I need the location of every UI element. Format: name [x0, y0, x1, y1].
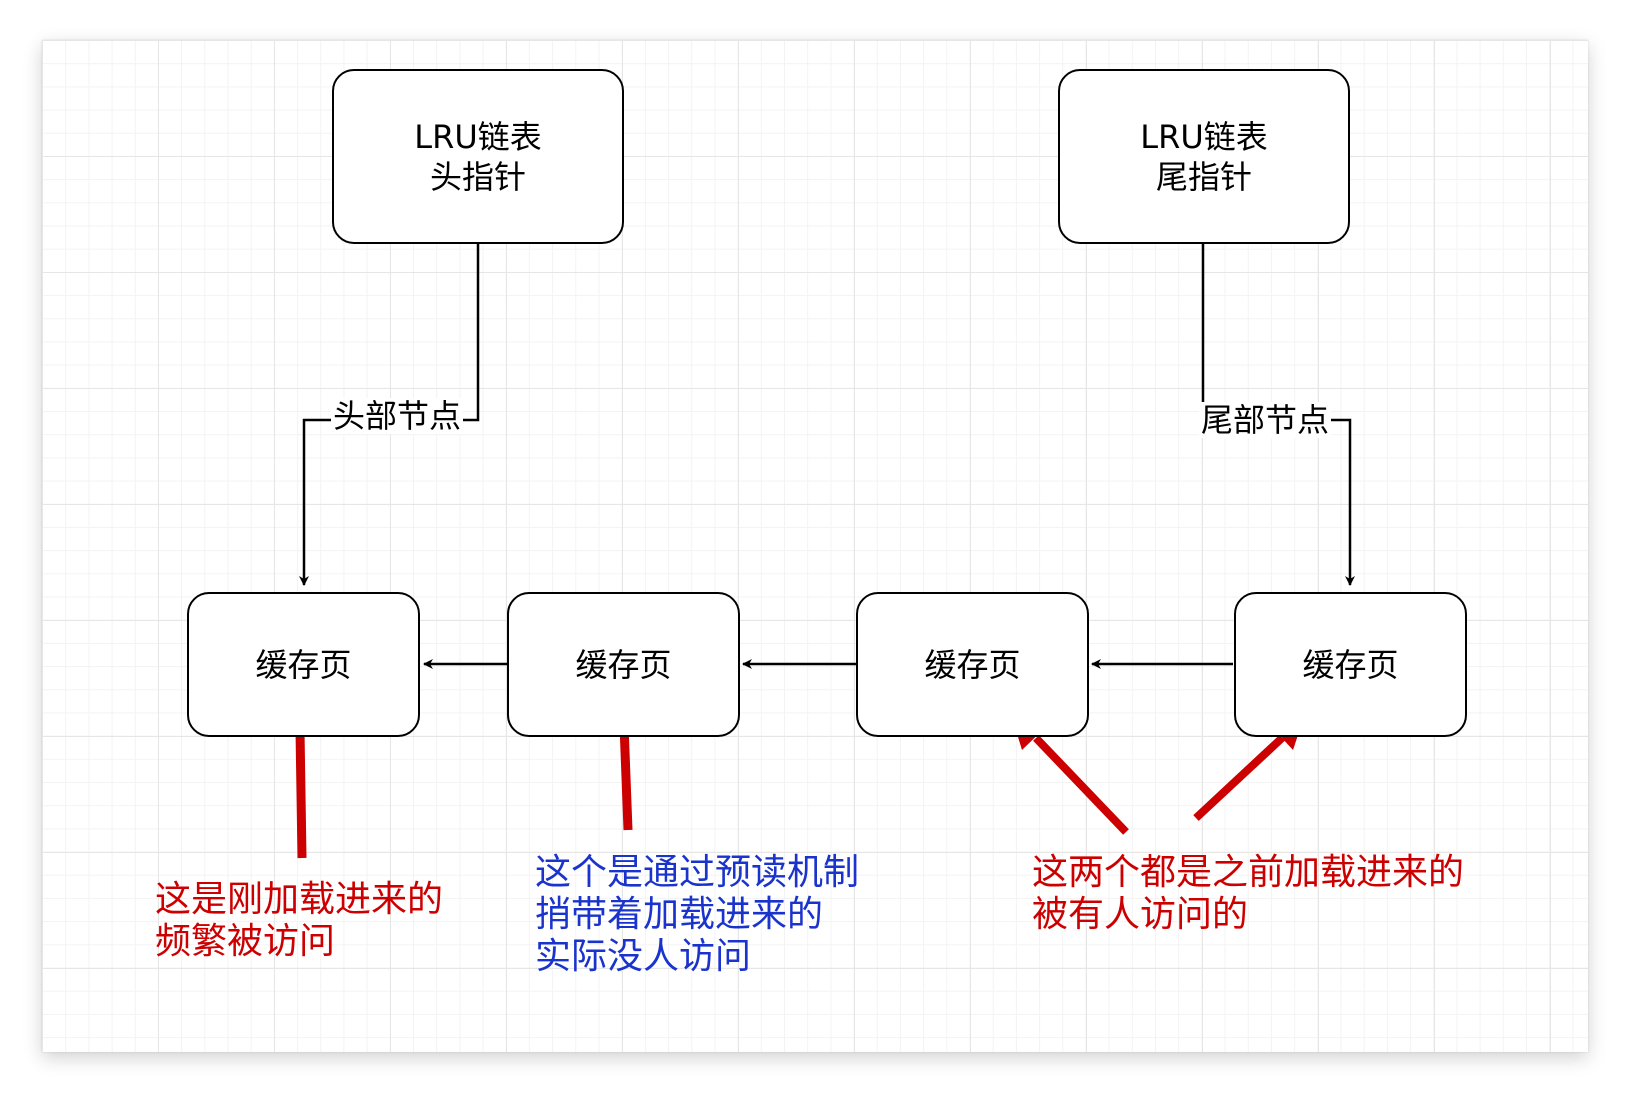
head-node-label: 头部节点	[331, 397, 464, 435]
note-prefetched-line-3: 实际没人访问	[535, 936, 752, 977]
tail-pointer-box: LRU链表 尾指针	[1058, 69, 1350, 244]
tail-pointer-title: LRU链表	[1140, 117, 1268, 156]
cache-page-2: 缓存页	[507, 592, 740, 737]
head-pointer-box: LRU链表 头指针	[332, 69, 624, 244]
note-prefetched-line-1: 这个是通过预读机制	[535, 852, 860, 893]
cache-page-1-label: 缓存页	[255, 645, 352, 684]
note-previously-loaded: 这两个都是之前加载进来的 被有人访问的	[1032, 852, 1464, 936]
note-recently-loaded: 这是刚加载进来的 频繁被访问	[155, 879, 443, 963]
note-previously-loaded-line-1: 这两个都是之前加载进来的	[1032, 852, 1465, 893]
note-recently-loaded-line-1: 这是刚加载进来的	[155, 879, 444, 920]
note-recently-loaded-line-2: 频繁被访问	[155, 921, 336, 962]
annotation-arrow-4	[1193, 735, 1285, 821]
annotation-arrow-2	[619, 724, 633, 831]
head-pointer-subtitle: 头指针	[429, 157, 526, 196]
tail-node-label: 尾部节点	[1199, 401, 1332, 439]
head-pointer-title: LRU链表	[414, 117, 542, 156]
cache-page-3-label: 缓存页	[924, 645, 1021, 684]
cache-page-3: 缓存页	[856, 592, 1089, 737]
note-prefetched: 这个是通过预读机制 捎带着加载进来的 实际没人访问	[535, 852, 859, 978]
cache-page-1: 缓存页	[187, 592, 420, 737]
note-previously-loaded-line-2: 被有人访问的	[1032, 894, 1249, 935]
annotation-arrow-3	[1033, 735, 1129, 835]
cache-page-4-label: 缓存页	[1302, 645, 1399, 684]
annotation-arrow-1	[295, 729, 307, 859]
cache-page-4: 缓存页	[1234, 592, 1467, 737]
tail-pointer-subtitle: 尾指针	[1155, 157, 1252, 196]
note-prefetched-line-2: 捎带着加载进来的	[535, 894, 824, 935]
cache-page-2-label: 缓存页	[575, 645, 672, 684]
